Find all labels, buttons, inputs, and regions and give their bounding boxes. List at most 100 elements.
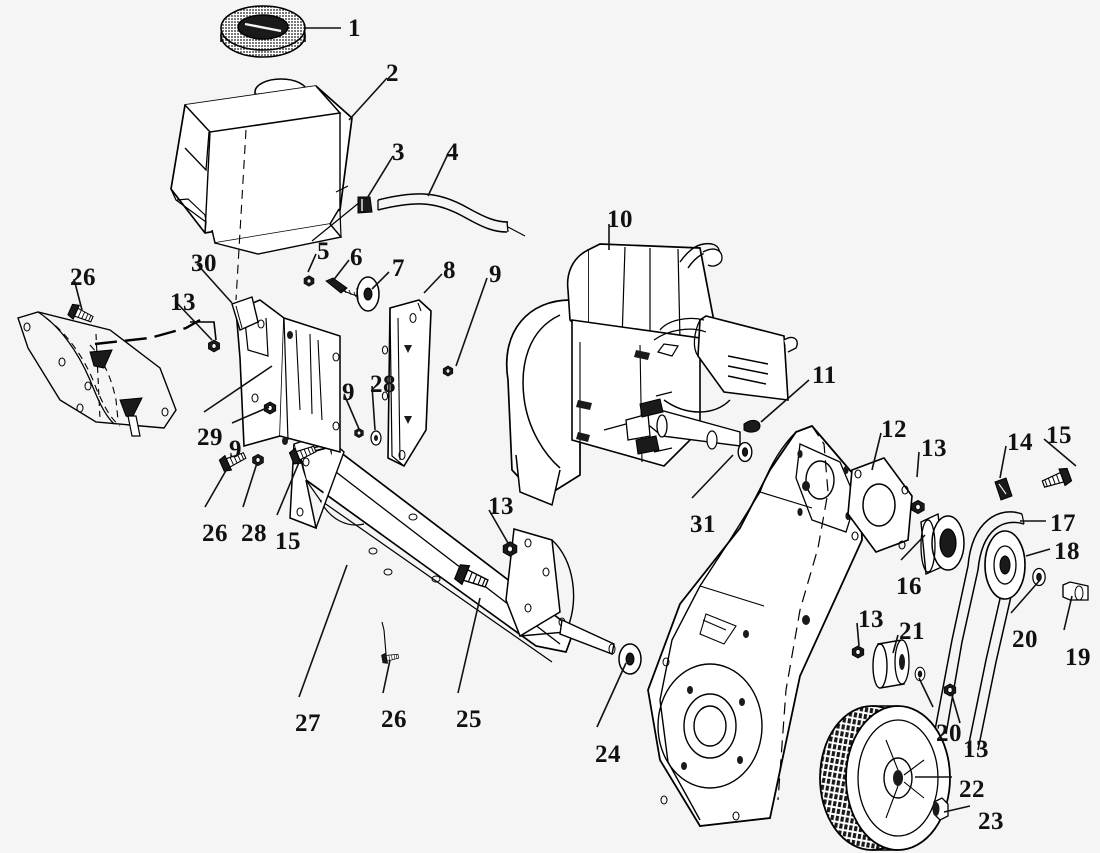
callout-hub-cap-23: 23 xyxy=(978,808,1004,835)
leader-line-28 xyxy=(371,385,376,431)
callout-hex-bolt-26: 26 xyxy=(381,706,407,733)
callout-drive-wheel-22: 22 xyxy=(959,776,985,803)
leader-line-12 xyxy=(871,432,882,471)
callout-v-belt-17: 17 xyxy=(1050,510,1076,537)
leader-line-14 xyxy=(999,445,1007,479)
callout-flat-washer-24: 24 xyxy=(595,741,621,768)
callout-pulley-hub-16: 16 xyxy=(896,573,922,600)
callout-bearing-flange-plate-12: 12 xyxy=(881,416,907,443)
callout-hose-clamp-3: 3 xyxy=(392,139,405,166)
callout-hex-bolt-15: 15 xyxy=(1046,422,1072,449)
callout-woodruff-key-11: 11 xyxy=(812,362,837,389)
part-axle-frame-beam xyxy=(289,435,616,663)
callout-engine-drive-shaft-31: 31 xyxy=(690,511,716,538)
part-roll-pin-14 xyxy=(994,477,1013,501)
callout-hex-nut-9: 9 xyxy=(489,261,502,288)
callout-deflector-bracket-30: 30 xyxy=(191,250,217,277)
callout-hex-screw-6: 6 xyxy=(350,244,363,271)
leader-line-13 xyxy=(856,622,860,647)
leader-line-9 xyxy=(455,277,488,367)
leader-line-13 xyxy=(916,451,920,478)
leader-line-9 xyxy=(343,393,360,430)
leader-line-7 xyxy=(371,271,390,290)
callout-hex-nut-13: 13 xyxy=(858,606,884,633)
callout-hex-nut-13: 13 xyxy=(921,435,947,462)
leader-line-26 xyxy=(204,466,229,508)
leader-line-20 xyxy=(1010,579,1041,614)
leader-line-16 xyxy=(900,534,926,561)
leader-line-28 xyxy=(242,462,258,508)
part-lock-nut-5 xyxy=(303,275,315,287)
part-bearing-flange-plate xyxy=(847,457,913,553)
leader-line-4 xyxy=(427,155,448,197)
part-fuel-line xyxy=(377,193,526,237)
leader-line-13 xyxy=(175,301,213,341)
callout-engine-10: 10 xyxy=(607,206,633,233)
callout-hex-nut-13: 13 xyxy=(170,289,196,316)
callout-axle-hub-collar-21: 21 xyxy=(899,618,925,645)
leader-line-5 xyxy=(307,253,317,273)
part-pulley-hub xyxy=(920,512,965,576)
part-hex-nut-13-axle-left xyxy=(851,645,865,659)
callout-hex-bolt-26: 26 xyxy=(70,264,96,291)
part-drive-wheel xyxy=(819,705,951,851)
part-hub-cap xyxy=(932,797,949,821)
part-v-belt xyxy=(934,511,1025,751)
callout-tank-mount-bracket-8: 8 xyxy=(443,257,456,284)
callout-chassis-side-plate-29: 29 xyxy=(197,424,223,451)
callout-hex-nut-13: 13 xyxy=(963,736,989,763)
leader-line-15 xyxy=(1043,438,1077,467)
leader-line-25 xyxy=(457,597,481,694)
callout-flat-washer-20: 20 xyxy=(936,720,962,747)
leader-line-21 xyxy=(892,634,899,654)
callout-flat-washer-grommet-7: 7 xyxy=(392,255,405,282)
leader-line-8 xyxy=(423,273,443,294)
leader-line-26 xyxy=(73,278,83,311)
leader-lines xyxy=(73,27,1077,813)
leader-line-30 xyxy=(196,263,233,304)
callout-lock-washer-28: 28 xyxy=(241,520,267,547)
leader-line-9 xyxy=(231,406,270,424)
leader-line-29 xyxy=(203,365,273,413)
part-hex-bolt-15-right xyxy=(1039,465,1073,493)
leader-line-23 xyxy=(943,805,971,813)
leader-line-19 xyxy=(1063,595,1073,631)
leader-line-3 xyxy=(365,155,394,201)
leader-line-20 xyxy=(918,677,934,708)
leader-line-18 xyxy=(1025,548,1051,557)
leader-line-13 xyxy=(488,509,509,544)
part-drive-pulley xyxy=(984,530,1026,600)
leader-line-13 xyxy=(950,691,961,724)
part-hex-bolt-26-lower xyxy=(380,621,400,665)
part-left-housing-phantom xyxy=(17,311,220,437)
callout-axle-frame-beam-27: 27 xyxy=(295,710,321,737)
callout-lock-washer-28: 28 xyxy=(370,371,396,398)
leader-line-15 xyxy=(276,459,301,516)
leader-line-6 xyxy=(331,259,350,283)
part-woodruff-key xyxy=(743,419,761,433)
callout-lock-nut-5: 5 xyxy=(317,238,330,265)
leader-line-11 xyxy=(760,379,810,423)
callout-drive-pulley-18: 18 xyxy=(1054,538,1080,565)
part-washer-7 xyxy=(356,276,380,312)
leader-line-26 xyxy=(382,659,391,694)
leader-line-27 xyxy=(298,564,348,698)
part-engine-drive-shaft xyxy=(603,391,753,463)
callout-hex-nut-9: 9 xyxy=(229,436,242,463)
part-deflector-bracket xyxy=(231,129,259,331)
part-tank-mount-bracket xyxy=(354,299,454,468)
callout-shoulder-bolt-19: 19 xyxy=(1065,644,1091,671)
part-fuel-cap xyxy=(220,5,306,58)
callout-hex-nut-9: 9 xyxy=(342,379,355,406)
leader-line-2 xyxy=(348,77,388,121)
leader-line-24 xyxy=(596,662,627,728)
callout-hex-nut-13: 13 xyxy=(488,493,514,520)
callout-hex-bolt-15: 15 xyxy=(275,528,301,555)
callout-fuel-line-hose-4: 4 xyxy=(446,139,459,166)
callout-flat-washer-20: 20 xyxy=(1012,626,1038,653)
callout-fuel-tank-2: 2 xyxy=(386,60,399,87)
callout-roll-pin-14: 14 xyxy=(1007,429,1033,456)
part-shoulder-bolt-19 xyxy=(1062,581,1089,601)
callout-carriage-bolt-25: 25 xyxy=(456,706,482,733)
